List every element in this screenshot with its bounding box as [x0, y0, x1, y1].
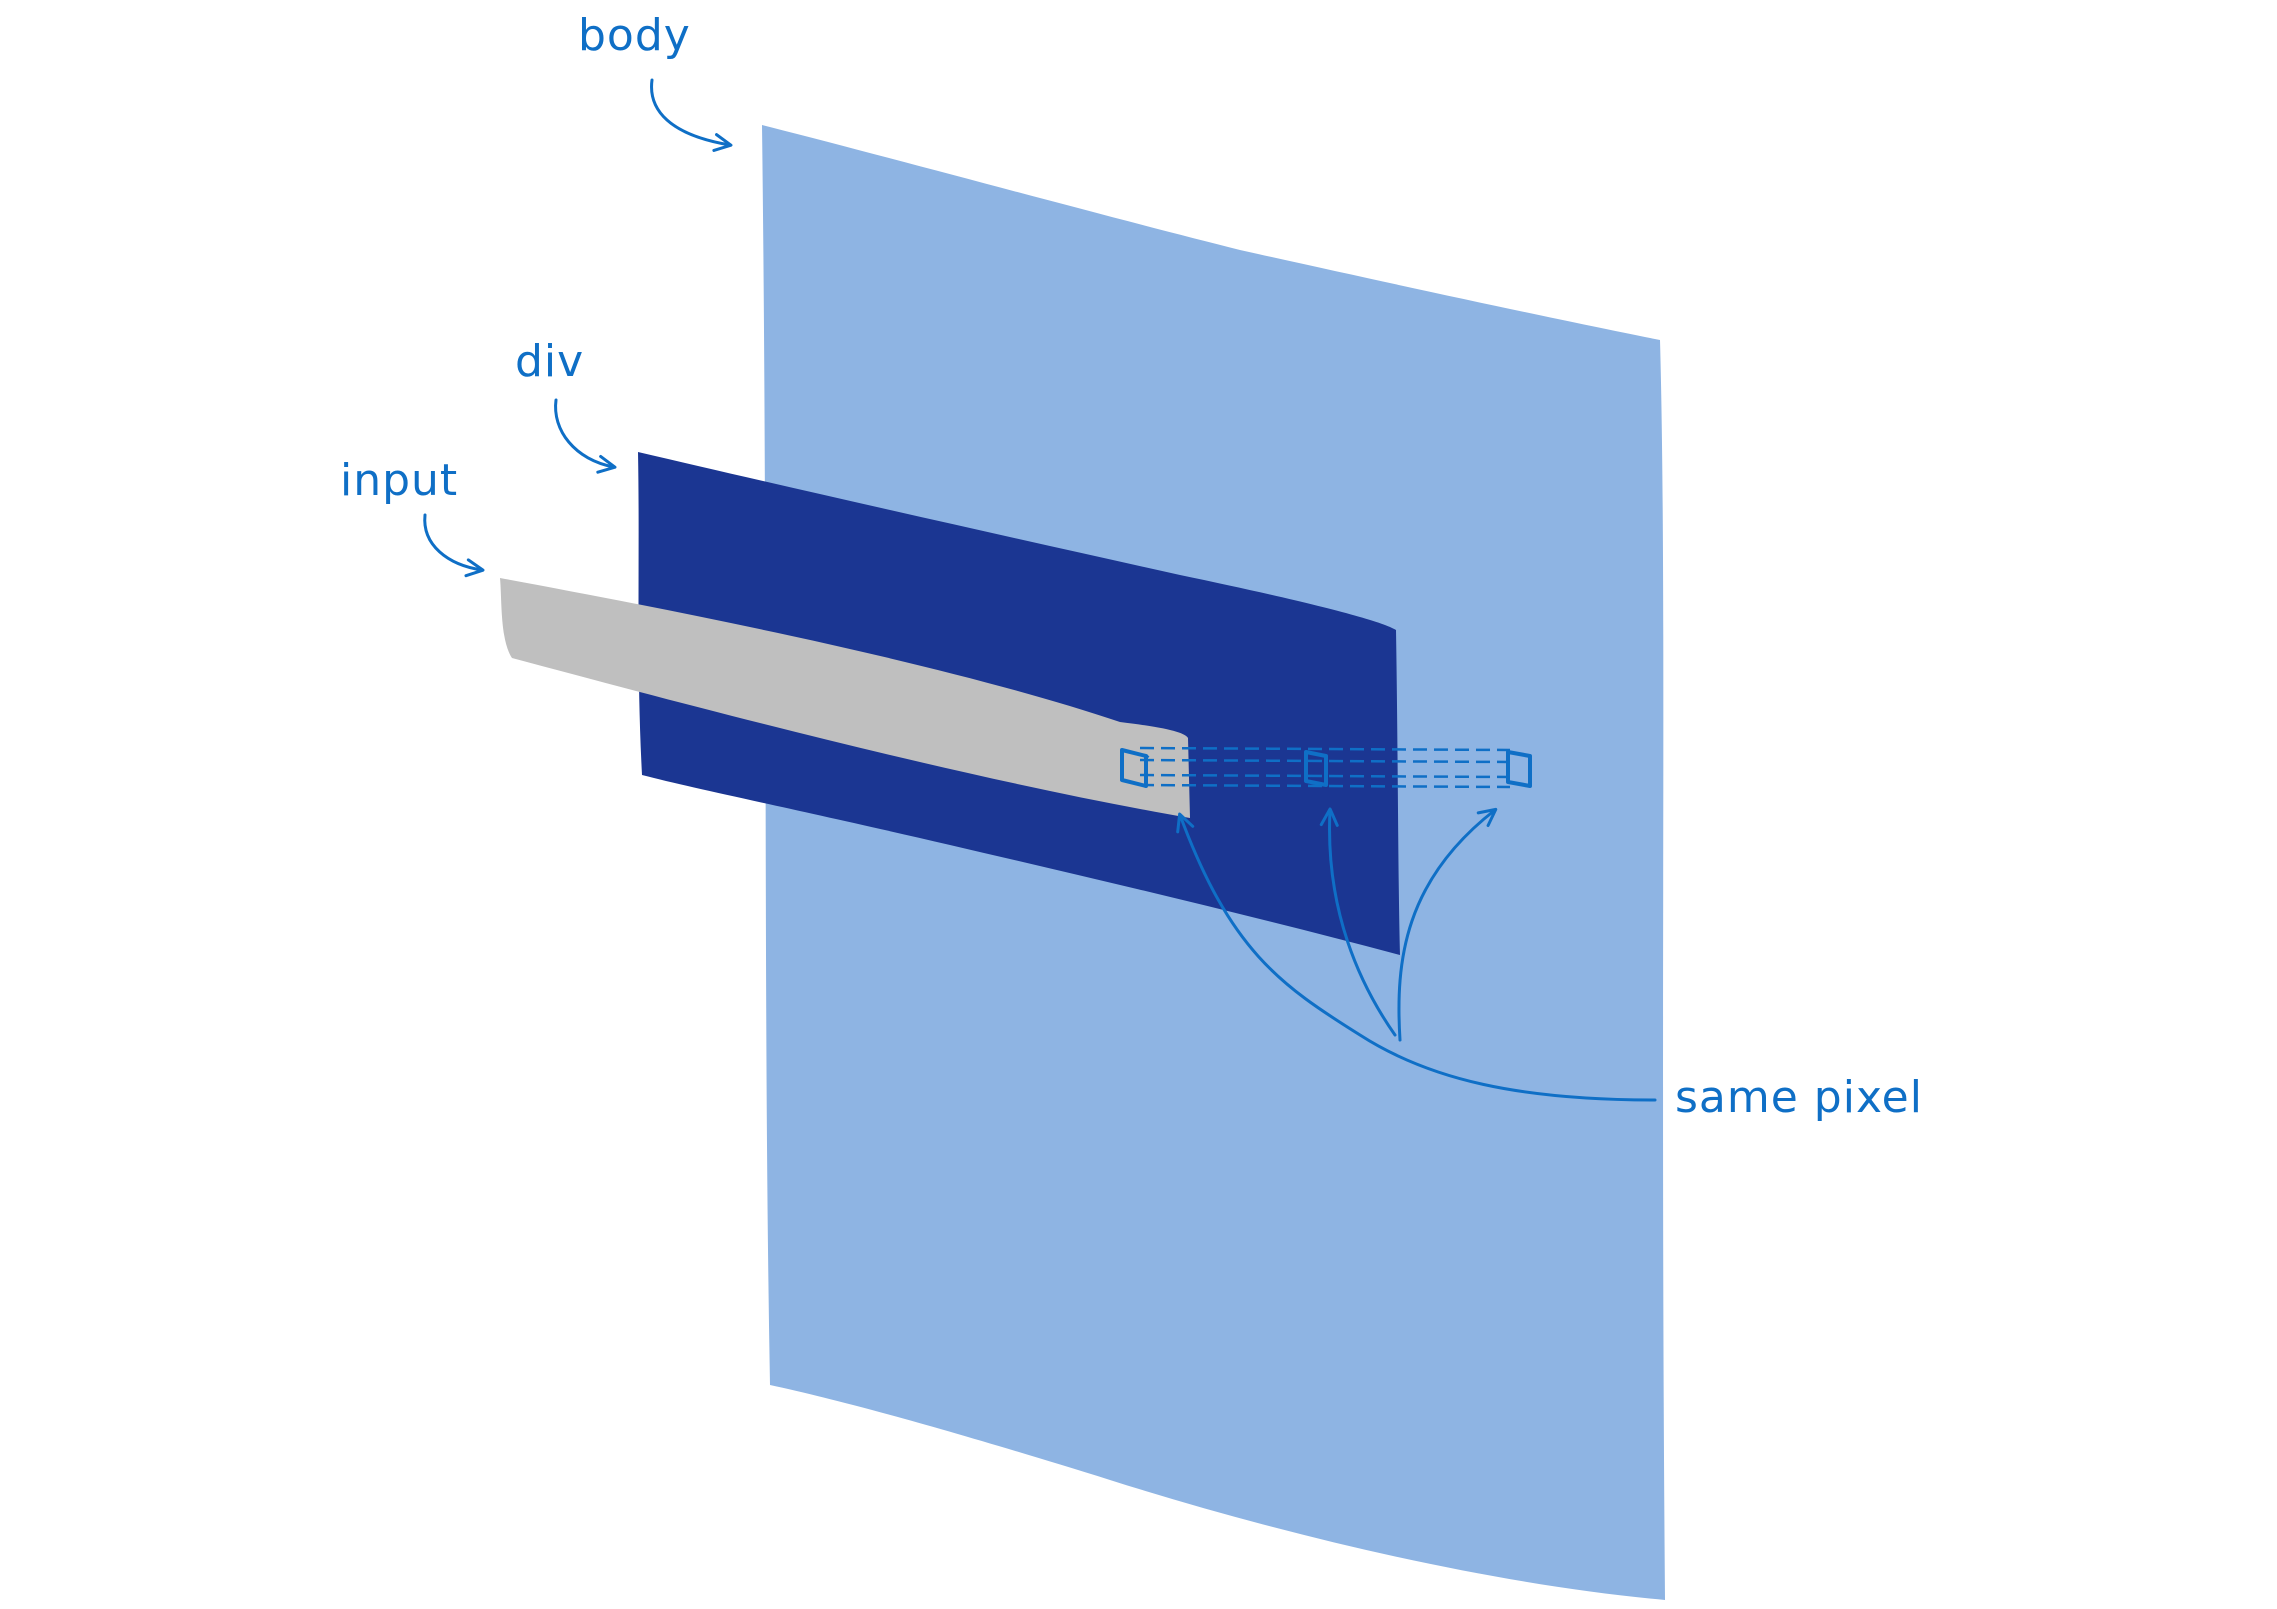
input-layer: [500, 578, 1190, 818]
input-label: input: [340, 455, 458, 506]
input-label-arrow: [423, 513, 485, 578]
same-pixel-label: same pixel: [1675, 1072, 1923, 1123]
div-label: div: [515, 336, 584, 387]
pixel-on-div: [1304, 750, 1328, 787]
pixel-on-body: [1506, 750, 1532, 788]
body-label-arrow: [650, 78, 733, 152]
body-label: body: [578, 10, 691, 61]
same-pixel-arrows: [1176, 807, 1657, 1102]
div-label-arrow: [554, 398, 617, 474]
pixel-on-input: [1120, 748, 1150, 788]
